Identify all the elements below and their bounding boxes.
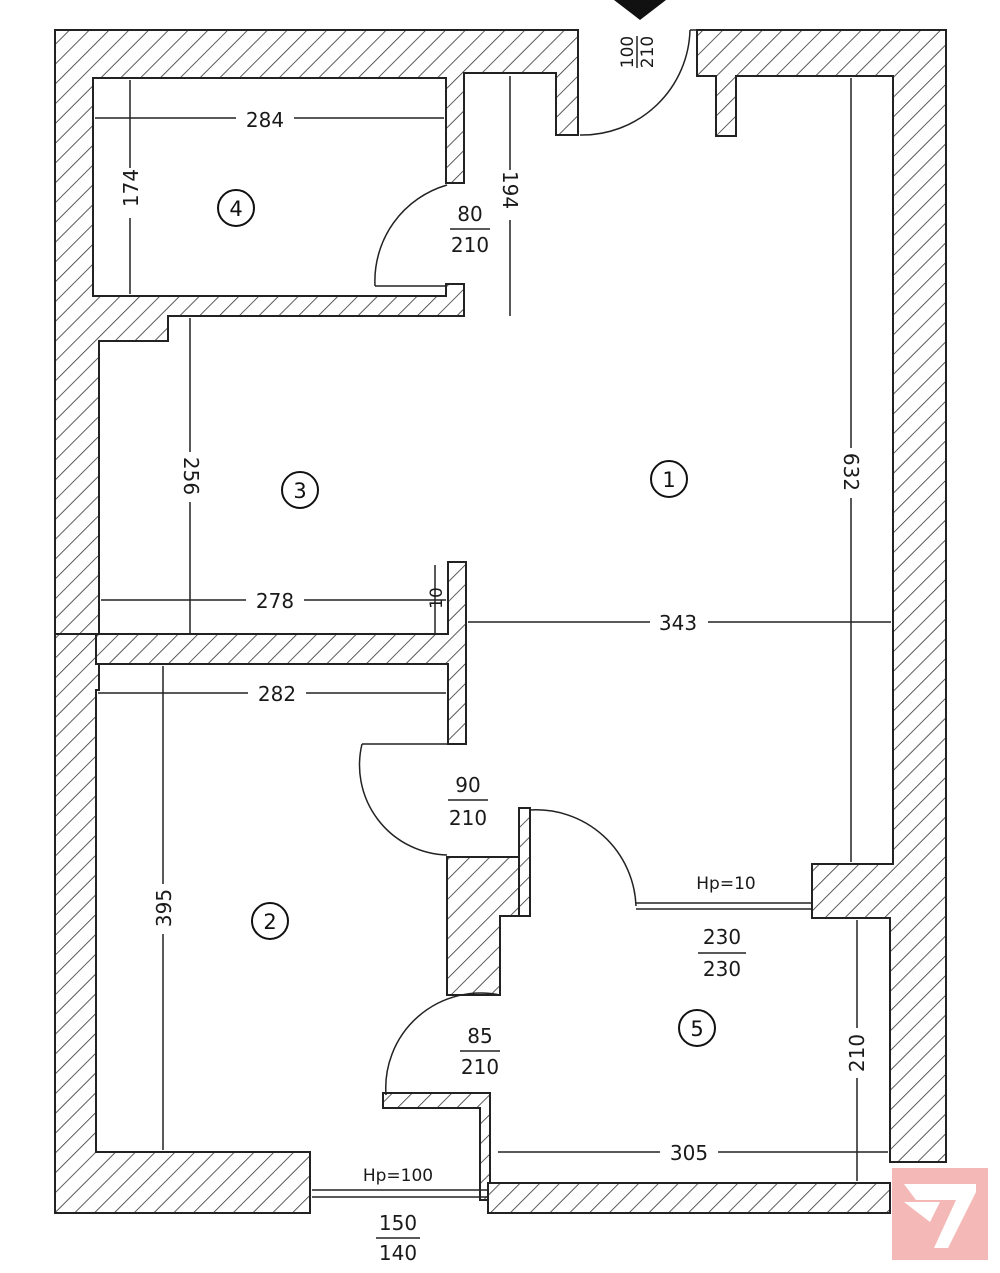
room2-door-width: 90 — [455, 773, 480, 797]
door-room5 — [384, 992, 501, 1096]
room-2-number: 2 — [263, 910, 276, 934]
opening-230-label: Hp=10 230 230 — [696, 874, 755, 981]
brand-logo — [892, 1168, 988, 1260]
window-bottom-label: Hp=100 150 140 — [363, 1166, 433, 1265]
entrance-door-width: 100 — [618, 36, 638, 68]
wall-block-center — [446, 856, 520, 996]
room-2-label: 2 — [251, 902, 289, 940]
room5-door-width: 85 — [467, 1024, 492, 1048]
room4-door-width: 80 — [457, 202, 482, 226]
dim-284: 284 — [246, 108, 284, 132]
room5-door-height: 210 — [461, 1055, 499, 1079]
room-3-number: 3 — [293, 479, 306, 503]
room4-door-height: 210 — [451, 233, 489, 257]
dim-395: 395 — [152, 889, 176, 927]
room2-door-height: 210 — [449, 806, 487, 830]
dim-343: 343 — [659, 611, 697, 635]
entrance-door-height: 210 — [638, 36, 658, 68]
wall-bottom-right — [487, 1182, 891, 1214]
entrance-arrow-icon — [614, 0, 666, 20]
dim-174: 174 — [119, 169, 143, 207]
dim-256: 256 — [179, 457, 203, 495]
dim-278: 278 — [256, 589, 294, 613]
dimension-labels: 284 174 194 256 278 343 632 282 395 305 … — [118, 106, 869, 1165]
room4-door-label: 80 210 — [450, 202, 490, 257]
window-note: Hp=100 — [363, 1166, 433, 1186]
entrance-door-label: 100 210 — [618, 36, 658, 68]
room2-door-label: 90 210 — [448, 773, 488, 830]
opening-230 — [636, 902, 812, 910]
door-room4 — [374, 184, 448, 287]
window-width: 150 — [379, 1211, 417, 1235]
dimension-lines — [95, 76, 891, 1181]
room-1-label: 1 — [650, 460, 688, 498]
wall-stub-5 — [518, 807, 531, 917]
dim-10: 10 — [427, 587, 447, 609]
dim-632: 632 — [839, 453, 863, 491]
room-4-label: 4 — [217, 189, 255, 227]
room-5-label: 5 — [678, 1009, 716, 1047]
dim-305: 305 — [670, 1141, 708, 1165]
room-1-number: 1 — [662, 468, 675, 492]
opening-width: 230 — [703, 925, 741, 949]
door-room5-top — [529, 809, 637, 907]
opening-labels: 100 210 80 210 90 210 85 210 Hp=10 230 2… — [363, 36, 756, 1265]
opening-height: 230 — [703, 957, 741, 981]
door-entrance — [579, 29, 691, 136]
room-labels: 1 2 3 4 5 — [217, 189, 716, 1047]
wall-top-right — [696, 29, 947, 1163]
dim-282: 282 — [258, 682, 296, 706]
room-5-number: 5 — [690, 1017, 703, 1041]
wall-top-left — [54, 29, 579, 635]
wall-middle — [95, 561, 467, 745]
dim-194: 194 — [498, 171, 522, 209]
door-room2 — [358, 743, 448, 856]
dim-210: 210 — [845, 1034, 869, 1072]
doors — [358, 29, 697, 1096]
window-height: 140 — [379, 1241, 417, 1265]
room-3-label: 3 — [281, 471, 319, 509]
room5-door-label: 85 210 — [460, 1024, 500, 1079]
window-bottom — [312, 1189, 488, 1198]
wall-bottom-mid — [382, 1092, 491, 1201]
room-4-number: 4 — [229, 197, 242, 221]
walls — [54, 29, 947, 1214]
opening-note: Hp=10 — [696, 874, 755, 894]
